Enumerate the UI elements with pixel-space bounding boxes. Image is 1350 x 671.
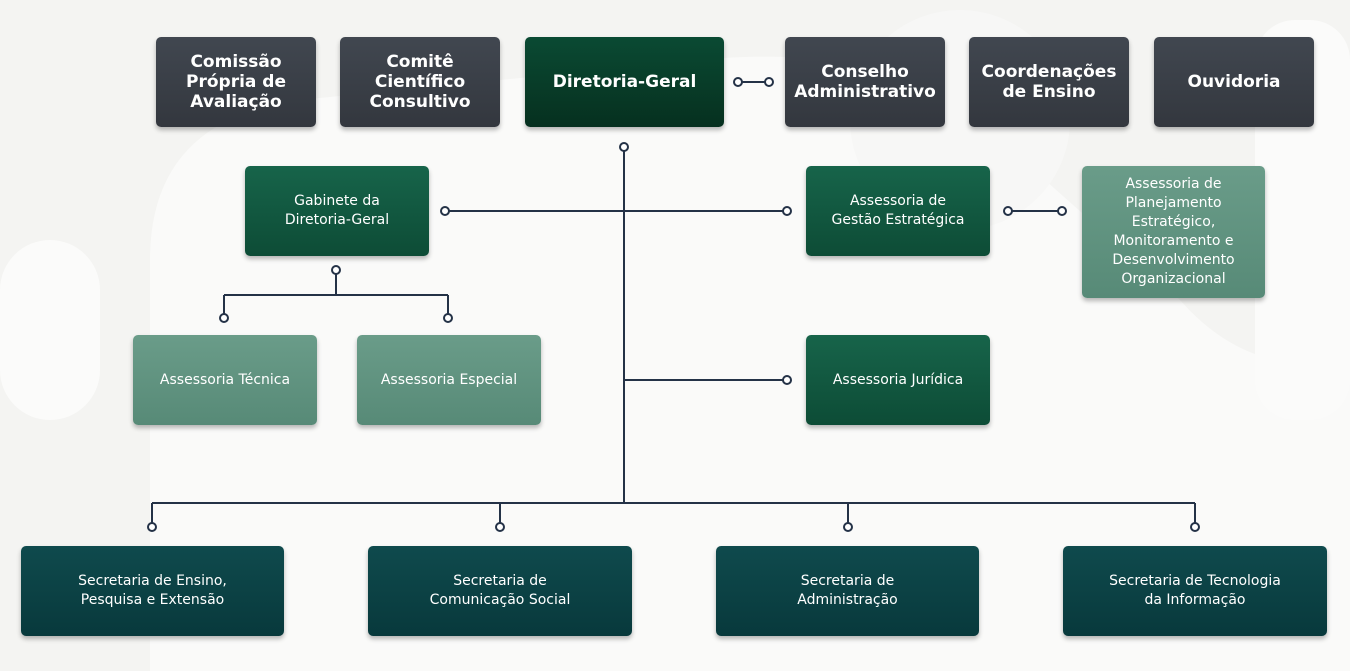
connector-dot — [782, 206, 792, 216]
connector-paths — [151, 81, 1196, 523]
comite-cientifico-box[interactable]: Comitê Científico Consultivo — [340, 37, 500, 127]
assessoria-juridica-box[interactable]: Assessoria Jurídica — [806, 335, 990, 425]
connector-dot — [619, 142, 629, 152]
connector-dot — [219, 313, 229, 323]
assessoria-gestao-estrategica-box[interactable]: Assessoria de Gestão Estratégica — [806, 166, 990, 256]
connector-dot — [733, 77, 743, 87]
connector-dot — [1003, 206, 1013, 216]
secretaria-tecnologia-label: Secretaria de Tecnologia da Informação — [1109, 573, 1281, 608]
gestao-estrategica-label: Assessoria de Gestão Estratégica — [831, 193, 965, 228]
assessoria-planejamento-box[interactable]: Assessoria de Planejamento Estratégico, … — [1082, 166, 1265, 298]
comite-label: Comitê Científico Consultivo — [369, 52, 471, 112]
ouvidoria-box[interactable]: Ouvidoria — [1154, 37, 1314, 127]
secretaria-tecnologia-box[interactable]: Secretaria de Tecnologia da Informação — [1063, 546, 1327, 636]
connector-dot — [495, 522, 505, 532]
diretoria-geral-box[interactable]: Diretoria-Geral — [525, 37, 724, 127]
connector-dot — [1190, 522, 1200, 532]
connector-dot — [440, 206, 450, 216]
tecnica-label: Assessoria Técnica — [159, 371, 291, 388]
diretoria-geral-label: Diretoria-Geral — [552, 72, 697, 92]
connector-dot — [1057, 206, 1067, 216]
comissao-label: Comissão Própria de Avaliação — [186, 52, 286, 112]
assessoria-especial-box[interactable]: Assessoria Especial — [357, 335, 541, 425]
juridica-label: Assessoria Jurídica — [832, 371, 964, 388]
secretaria-ensino-box[interactable]: Secretaria de Ensino, Pesquisa e Extensã… — [21, 546, 284, 636]
secretaria-administracao-box[interactable]: Secretaria de Administração — [716, 546, 979, 636]
conselho-label: Conselho Administrativo — [794, 62, 936, 102]
secretaria-comunicacao-box[interactable]: Secretaria de Comunicação Social — [368, 546, 632, 636]
coordenacoes-label: Coordenações de Ensino — [981, 62, 1117, 102]
secretaria-administracao-label: Secretaria de Administração — [797, 573, 898, 608]
comissao-propria-avaliacao-box[interactable]: Comissão Própria de Avaliação — [156, 37, 316, 127]
secretaria-ensino-label: Secretaria de Ensino, Pesquisa e Extensã… — [78, 573, 227, 608]
ouvidoria-label: Ouvidoria — [1187, 72, 1281, 92]
planejamento-label: Assessoria de Planejamento Estratégico, … — [1112, 176, 1235, 287]
connector-dot — [843, 522, 853, 532]
connector-dot — [147, 522, 157, 532]
connector-dot — [443, 313, 453, 323]
connector-dot — [782, 375, 792, 385]
secretaria-comunicacao-label: Secretaria de Comunicação Social — [429, 573, 571, 608]
assessoria-tecnica-box[interactable]: Assessoria Técnica — [133, 335, 317, 425]
connector-dots — [147, 77, 1200, 532]
especial-label: Assessoria Especial — [380, 371, 518, 388]
conselho-administrativo-box[interactable]: Conselho Administrativo — [785, 37, 945, 127]
connector-dot — [331, 265, 341, 275]
gabinete-label: Gabinete da Diretoria-Geral — [284, 193, 390, 228]
gabinete-diretoria-geral-box[interactable]: Gabinete da Diretoria-Geral — [245, 166, 429, 256]
coordenacoes-ensino-box[interactable]: Coordenações de Ensino — [969, 37, 1129, 127]
connector-dot — [764, 77, 774, 87]
